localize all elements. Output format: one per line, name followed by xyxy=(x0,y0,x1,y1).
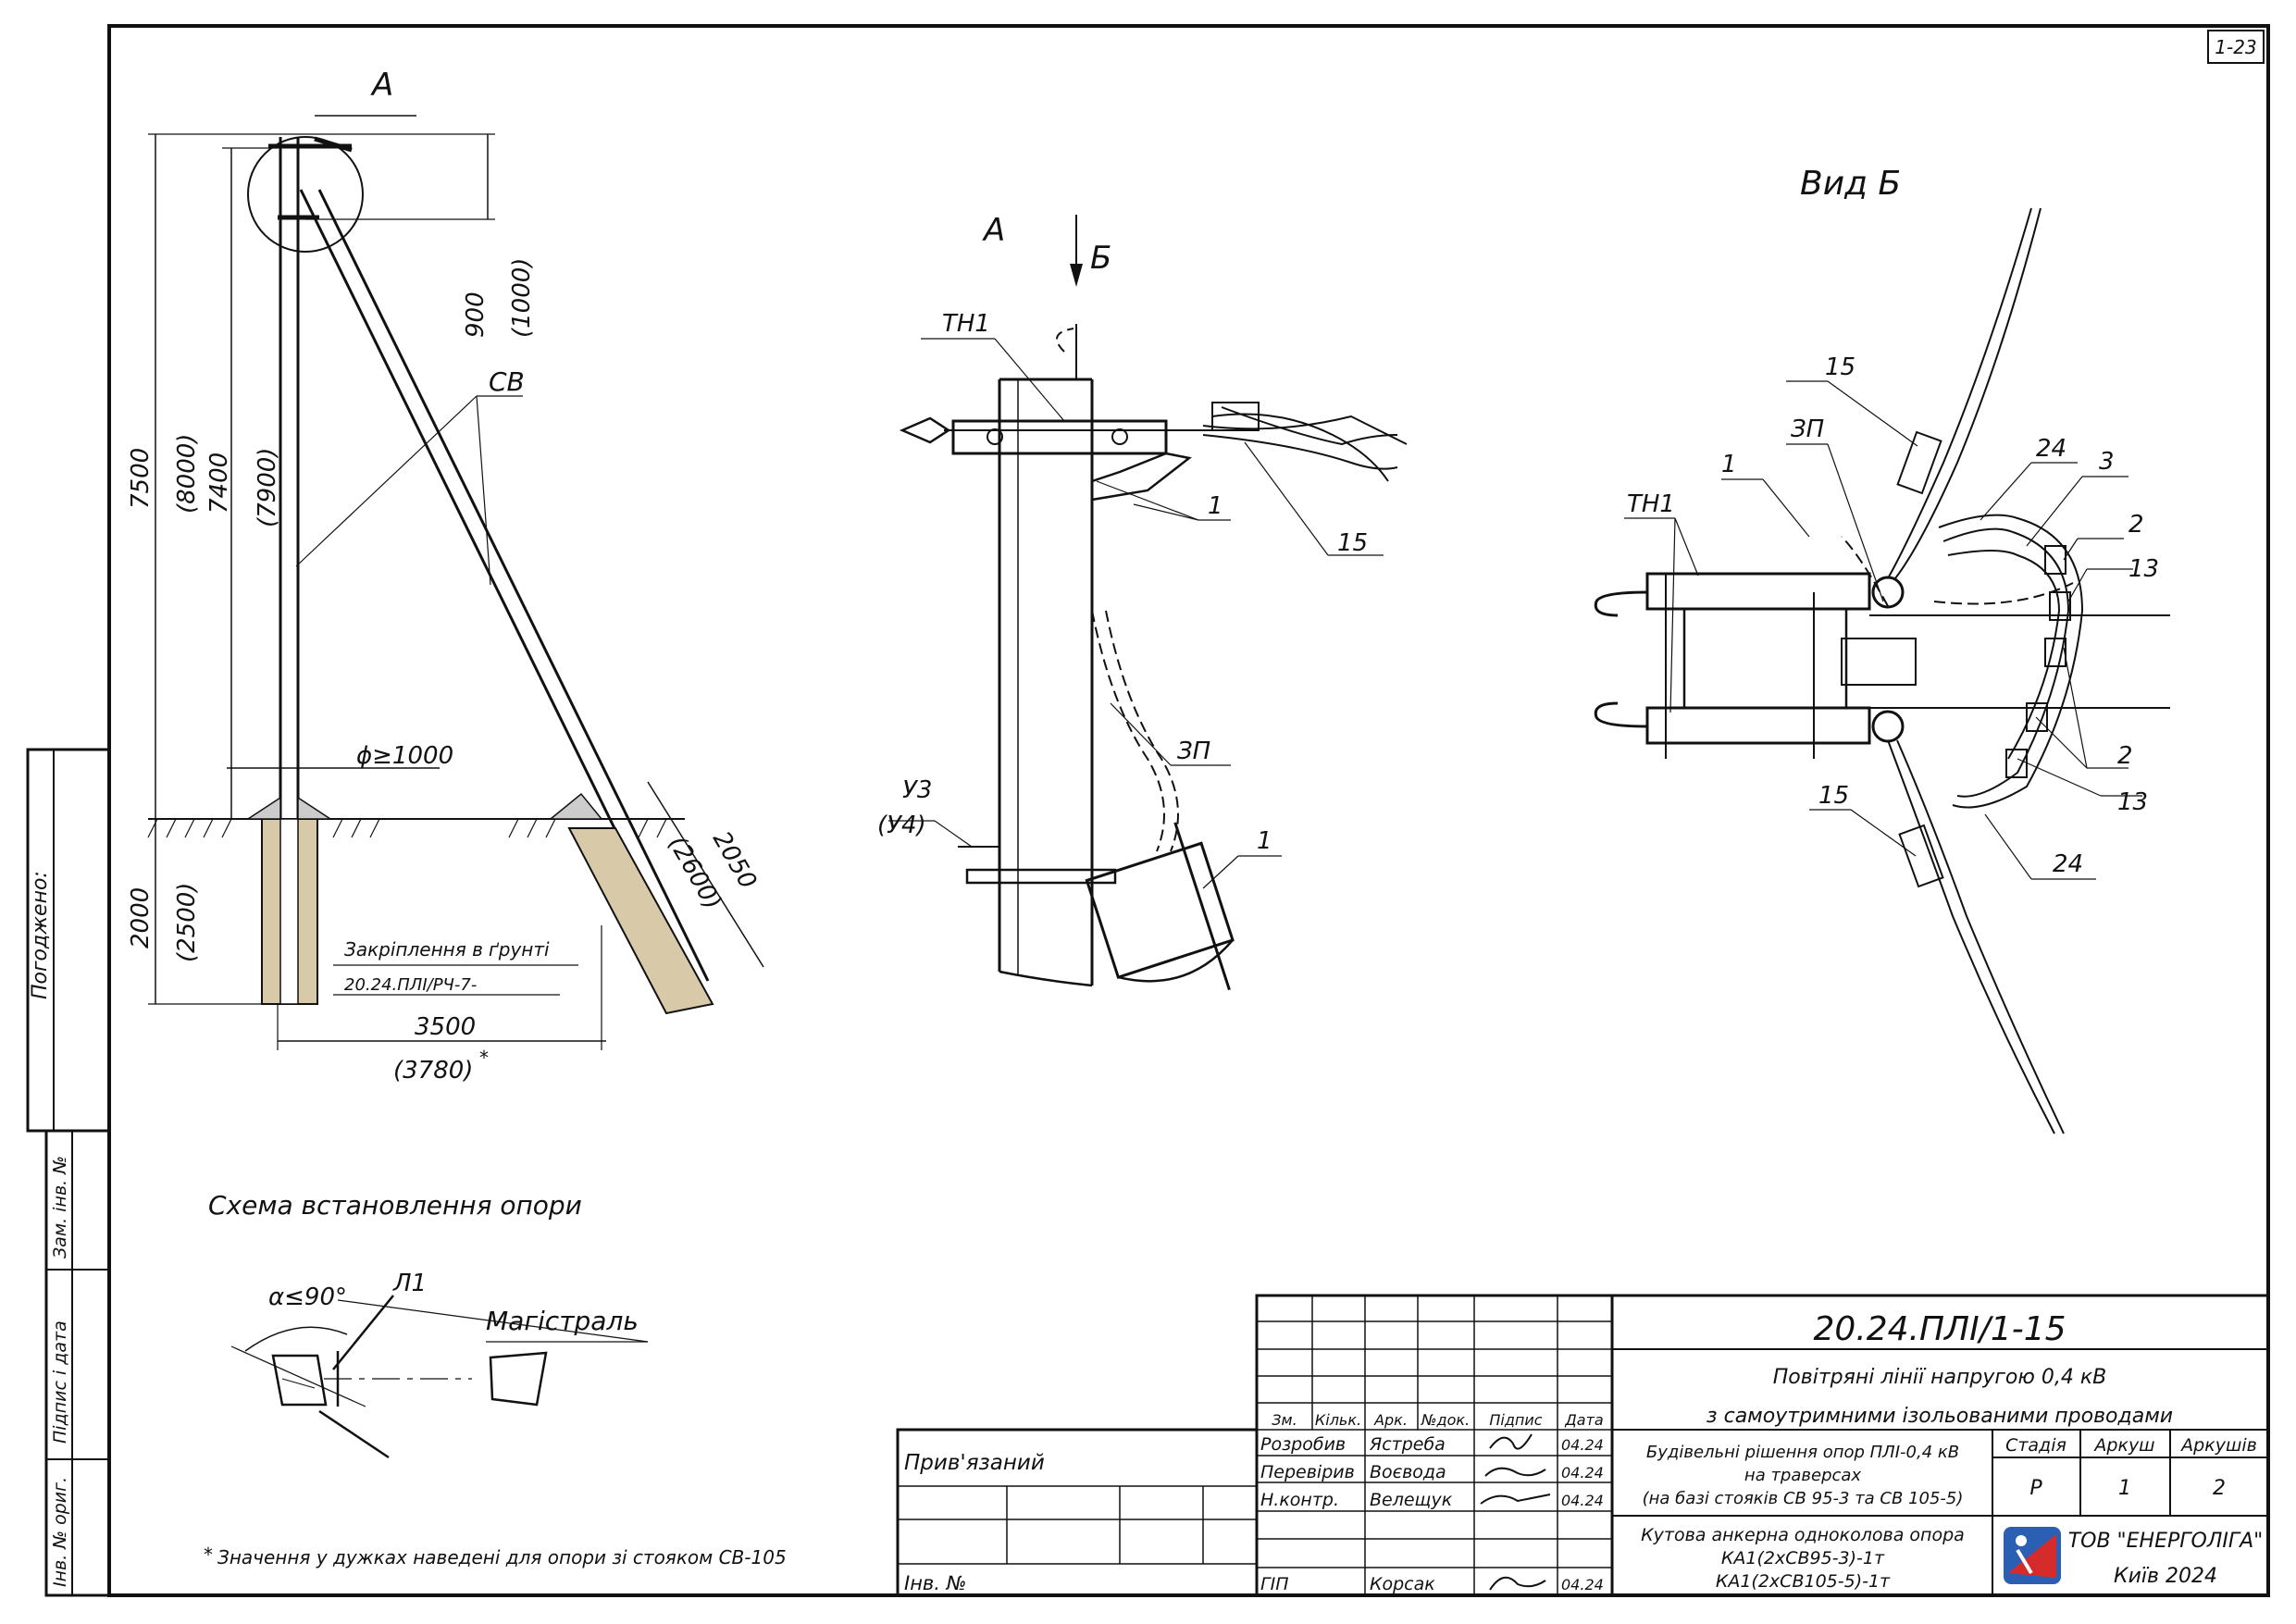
desc-line1: Будівельні рішення опор ПЛІ-0,4 кВ xyxy=(1646,1443,1959,1462)
side-zam-inv: Зам. інв. № xyxy=(50,1156,70,1258)
doc-code: 20.24.ПЛІ/1-15 xyxy=(1813,1310,2066,1348)
dim-8000: (8000) xyxy=(173,434,201,514)
vb-pos-2-top: 2 xyxy=(2128,511,2144,539)
title-line2: з самоутримними ізольованими проводами xyxy=(1706,1405,2173,1428)
object-line1: Кутова анкерна одноколова опора xyxy=(1641,1525,1965,1545)
sheets-header: Аркушів xyxy=(2179,1435,2257,1456)
arrow-b-label: Б xyxy=(1090,240,1111,277)
footnote: Значення у дужках наведені для опори зі … xyxy=(217,1546,787,1568)
sheets-value: 2 xyxy=(2213,1477,2226,1500)
sheet-header: Аркуш xyxy=(2092,1435,2154,1456)
side-inv-orig: Інв. № ориг. xyxy=(50,1477,70,1587)
anchor-label: Закріплення в ґрунті xyxy=(344,938,550,961)
label-tn1: ТН1 xyxy=(942,310,990,338)
view-b-title: Вид Б xyxy=(1800,165,1901,203)
role-gip: ГІП xyxy=(1260,1574,1288,1594)
signatures xyxy=(1480,1433,1551,1591)
vb-label-zp: ЗП xyxy=(1791,415,1824,443)
role-check: Перевірив xyxy=(1260,1462,1355,1482)
title-line1: Повітряні лінії напругою 0,4 кВ xyxy=(1773,1366,2107,1389)
vb-pos-15-top: 15 xyxy=(1825,353,1855,381)
company-name: ТОВ "ЕНЕРГОЛІГА" xyxy=(2068,1530,2264,1553)
header-change: Зм. xyxy=(1272,1411,1297,1429)
label-zp: ЗП xyxy=(1177,738,1210,765)
header-doc: №док. xyxy=(1421,1411,1470,1429)
side-agreed: Погоджено: xyxy=(29,871,52,999)
dim-7500: 7500 xyxy=(127,448,155,509)
dim-2000: 2000 xyxy=(127,887,155,948)
side-strip: Погоджено: Зам. інв. № Підпис і дата Інв… xyxy=(26,748,111,1597)
date-dev: 04.24 xyxy=(1561,1436,1604,1454)
dim-7400: 7400 xyxy=(205,452,233,514)
view-b-drawing: Вид Б 15 ЗП 1 24 3 ТН1 2 13 2 13 15 24 xyxy=(1594,165,2170,1134)
dim-3500: 3500 xyxy=(415,1013,476,1041)
header-sheet: Арк. xyxy=(1373,1411,1408,1429)
pos-1-upper: 1 xyxy=(1208,492,1223,520)
vb-pos-24-bottom: 24 xyxy=(2053,850,2083,878)
dim-3780: (3780) xyxy=(393,1057,473,1085)
dim-2500: (2500) xyxy=(173,883,201,962)
vb-pos-13-bottom: 13 xyxy=(2117,788,2148,816)
label-u4: (У4) xyxy=(877,812,926,839)
dim-7900: (7900) xyxy=(254,448,281,527)
date-gip: 04.24 xyxy=(1561,1576,1604,1593)
name-gip: Корсак xyxy=(1370,1574,1435,1594)
orientation-scheme: Схема встановлення опори α≤90° Л1 Магіст… xyxy=(208,1190,649,1459)
pos-15: 15 xyxy=(1337,529,1368,557)
header-date: Дата xyxy=(1564,1411,1603,1429)
name-dev: Ястреба xyxy=(1369,1434,1446,1455)
vb-label-tn1: ТН1 xyxy=(1627,490,1675,518)
main-line-label: Магістраль xyxy=(486,1306,639,1336)
desc-line3: (на базі стояків СВ 95-3 та СВ 105-5) xyxy=(1643,1489,1964,1508)
vb-pos-13-top: 13 xyxy=(2128,555,2159,583)
bound-label: Прив'язаний xyxy=(904,1451,1045,1475)
pole-installation-scheme: A СВ 7500 (8000) 7400 (7900) 900 (1000) … xyxy=(127,67,764,1085)
label-a: A xyxy=(370,67,393,104)
desc-line2: на траверсах xyxy=(1744,1466,1861,1485)
star-mark: * xyxy=(479,1047,489,1069)
label-u3: У3 xyxy=(902,776,932,804)
side-sign-date: Підпис і дата xyxy=(50,1320,70,1444)
vb-pos-15-bottom: 15 xyxy=(1818,782,1849,810)
stage-header: Стадія xyxy=(2005,1435,2066,1456)
title-block: Зм. Кільк. Арк. №док. Підпис Дата Розроб… xyxy=(896,1294,2270,1597)
sheet-frame xyxy=(107,24,2270,1597)
sheet-code: 1-23 xyxy=(2215,36,2256,58)
detail-a-title: А xyxy=(982,212,1005,249)
dim-900: 900 xyxy=(462,291,490,338)
scheme2-title: Схема встановлення опори xyxy=(208,1190,582,1221)
inv-no-label: Інв. № xyxy=(904,1572,967,1594)
alpha-label: α≤90° xyxy=(268,1283,347,1311)
vb-pos-24-top: 24 xyxy=(2036,435,2066,463)
footnote-mark: * xyxy=(204,1543,213,1566)
pos-1-lower: 1 xyxy=(1257,827,1272,855)
header-qty: Кільк. xyxy=(1315,1411,1361,1429)
company-city: Київ 2024 xyxy=(2114,1565,2217,1588)
role-norm: Н.контр. xyxy=(1260,1490,1339,1510)
role-dev: Розробив xyxy=(1260,1434,1346,1455)
dim-1000: (1000) xyxy=(508,258,536,338)
object-line3: КА1(2хСВ105-5)-1т xyxy=(1716,1571,1891,1592)
date-check: 04.24 xyxy=(1561,1464,1604,1481)
name-norm: Велещук xyxy=(1370,1490,1453,1510)
object-line2: КА1(2хСВ95-3)-1т xyxy=(1721,1548,1885,1568)
stage-value: Р xyxy=(2029,1477,2042,1500)
sheet-value: 1 xyxy=(2118,1477,2131,1500)
date-norm: 04.24 xyxy=(1561,1492,1604,1509)
vb-pos-3: 3 xyxy=(2099,448,2115,476)
sheet-code-box xyxy=(2207,30,2265,64)
detail-a-drawing: А Б ТН1 1 15 ЗП У3 (У4) 1 xyxy=(877,212,1408,991)
name-check: Воєвода xyxy=(1370,1462,1446,1482)
company-logo xyxy=(2004,1527,2061,1584)
vb-pos-2-bottom: 2 xyxy=(2117,742,2133,770)
l1-label: Л1 xyxy=(392,1270,427,1297)
header-sign: Підпис xyxy=(1489,1411,1542,1429)
detail-a-circle xyxy=(247,136,364,253)
label-sv: СВ xyxy=(489,366,525,397)
vb-pos-1: 1 xyxy=(1721,451,1737,478)
dim-diameter: ϕ≥1000 xyxy=(356,742,453,770)
anchor-ref: 20.24.ПЛІ/РЧ-7- xyxy=(344,975,477,995)
